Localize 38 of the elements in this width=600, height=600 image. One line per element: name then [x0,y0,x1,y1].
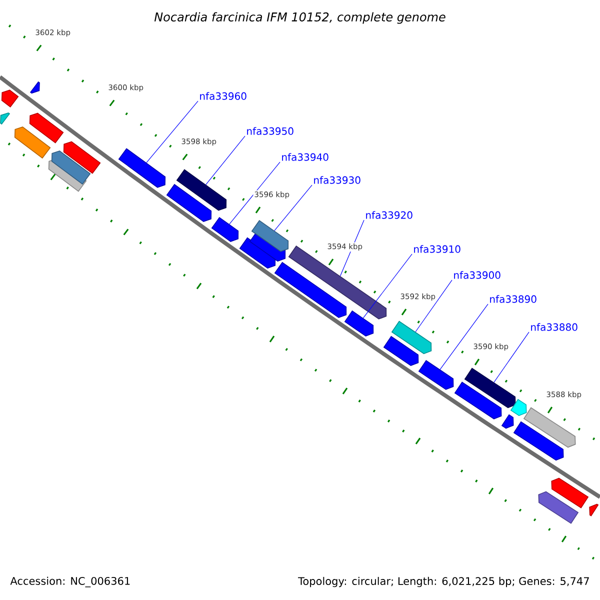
gene-block [14,126,51,159]
gene-block [391,320,432,354]
gene-block [464,368,516,408]
leader-line [415,280,452,332]
leader-line [229,162,280,224]
leader-line [362,254,412,318]
gene-label: nfa33950 [247,127,294,135]
gene-block [551,478,589,508]
leader-line [494,332,530,383]
gene-block [538,491,579,524]
leader-line [206,136,246,185]
gene-label: nfa33930 [314,176,360,184]
gene-label: nfa33900 [454,271,500,279]
gene-label: nfa33920 [366,211,412,219]
gene-label: nfa33890 [490,295,536,303]
gene-block [63,141,101,174]
gene-block [30,81,40,94]
genome-info-text: Topology: circular; Length: 6,021,225 bp; Genes: 5,747 [298,576,589,588]
gene-block [501,414,514,429]
gene-block [589,504,599,516]
gene-block [118,148,166,188]
leader-line [274,184,312,231]
gene-block [513,421,564,461]
gene-block [1,90,19,108]
gene-label: nfa33910 [414,245,460,253]
gene-block [51,150,91,185]
title: Nocardia farcinica IFM 10152, complete genome [154,12,446,24]
gene-block [176,169,227,211]
gene-label: nfa33880 [531,323,578,331]
gene-block [0,112,10,125]
gene-block [454,382,502,420]
leader-line [146,100,198,163]
gene-block [29,112,64,144]
gene-label: nfa33940 [282,153,328,161]
gene-block [523,407,576,448]
accession-text: Accession: NC_006361 [10,576,130,588]
gene-label: nfa33960 [200,92,246,100]
leader-line [440,304,488,370]
